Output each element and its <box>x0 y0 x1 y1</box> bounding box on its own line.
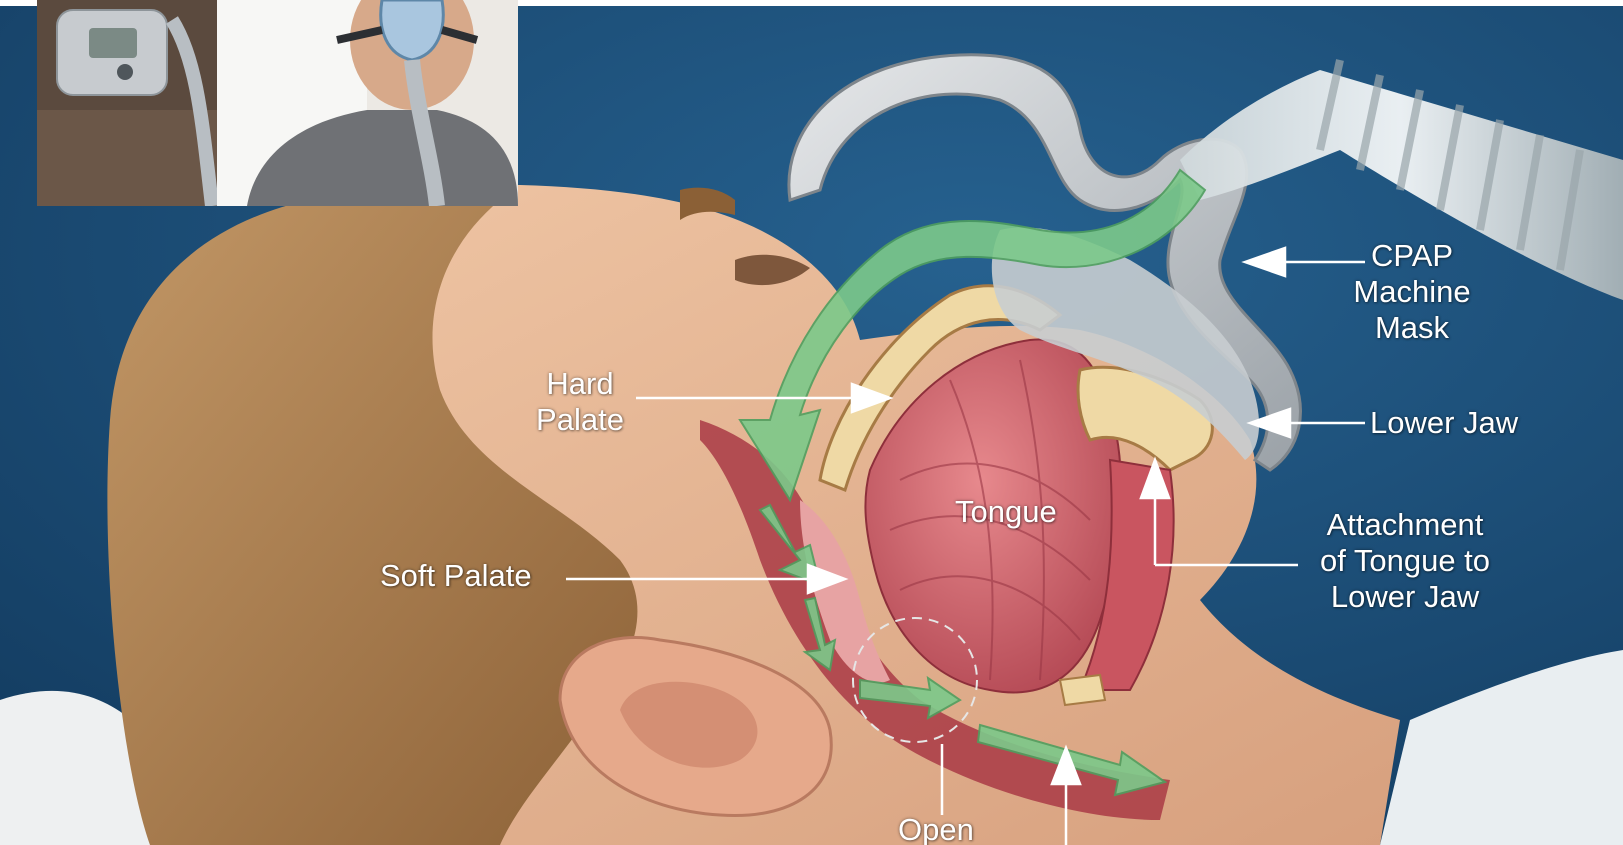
cpap-user-photo <box>37 0 518 206</box>
label-attachment: Attachment of Tongue to Lower Jaw <box>1295 507 1515 615</box>
hyoid <box>1060 675 1105 705</box>
label-attachment-line2: of Tongue to <box>1295 543 1515 579</box>
label-soft-palate: Soft Palate <box>380 558 532 594</box>
label-tongue: Tongue <box>955 494 1057 530</box>
label-hard-palate: Hard Palate <box>520 366 640 438</box>
label-open: Open <box>898 812 974 845</box>
label-cpap-line1: CPAP <box>1342 238 1482 274</box>
label-lower-jaw: Lower Jaw <box>1370 405 1518 441</box>
photo-cpap-screen <box>89 28 137 58</box>
label-cpap-line3: Mask <box>1342 310 1482 346</box>
label-cpap-line2: Machine <box>1342 274 1482 310</box>
photo-cpap-knob <box>117 64 133 80</box>
label-hard-palate-line1: Hard <box>520 366 640 402</box>
label-attachment-line1: Attachment <box>1295 507 1515 543</box>
label-attachment-line3: Lower Jaw <box>1295 579 1515 615</box>
label-cpap-mask: CPAP Machine Mask <box>1342 238 1482 346</box>
label-hard-palate-line2: Palate <box>520 402 640 438</box>
